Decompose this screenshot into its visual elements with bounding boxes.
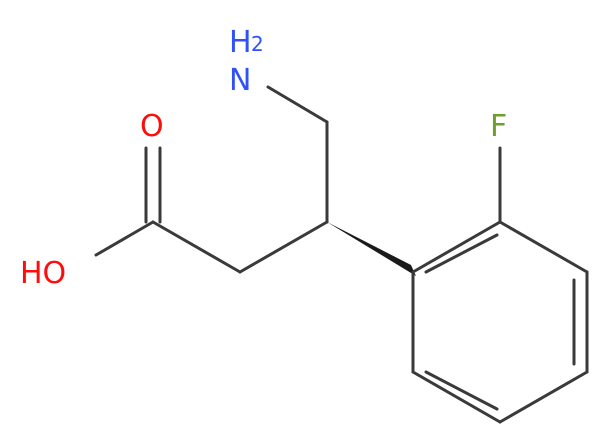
amine-hydrogen-label: H bbox=[229, 25, 252, 60]
bond-stereo-alpha bbox=[238, 220, 329, 274]
ring-bond-4 bbox=[498, 370, 589, 424]
hydroxyl-label: HO bbox=[20, 256, 66, 291]
ring-inner-1 bbox=[424, 233, 499, 274]
ring-bond-5 bbox=[411, 370, 502, 424]
ring-inner-3 bbox=[424, 370, 499, 411]
amine-nitrogen-label: N bbox=[229, 63, 251, 98]
bond-c-oh bbox=[94, 220, 155, 257]
amine-hydrogen-count: 2 bbox=[251, 32, 264, 56]
ring-bond-1 bbox=[411, 220, 502, 274]
carbonyl-oxygen-label: O bbox=[140, 109, 164, 144]
bond-alpha-carboxyl bbox=[151, 220, 242, 274]
bond-wedge bbox=[327, 222, 416, 276]
bond-ch2-n bbox=[266, 85, 329, 124]
fluorine-label: F bbox=[490, 109, 507, 144]
ring-bond-2 bbox=[498, 220, 589, 274]
